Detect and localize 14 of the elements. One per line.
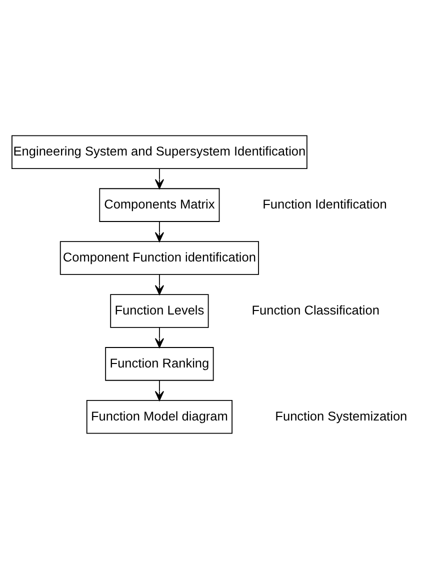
node-box: Function Model diagram <box>86 400 232 434</box>
label: Function Systemization <box>275 408 408 424</box>
label: Function Classification <box>252 302 380 318</box>
node-box: Function Ranking <box>105 347 214 381</box>
arrow <box>154 221 164 242</box>
node-box: Engineering System and Supersystem Identification <box>12 135 308 169</box>
node-box: Function Levels <box>110 294 209 328</box>
node-box: Components Matrix <box>99 188 220 222</box>
arrow <box>154 168 164 190</box>
label: Function Identification <box>262 196 387 212</box>
arrow <box>154 327 164 348</box>
arrow <box>154 274 164 295</box>
node-box: Component Function identification <box>60 241 259 275</box>
arrow <box>154 380 164 401</box>
